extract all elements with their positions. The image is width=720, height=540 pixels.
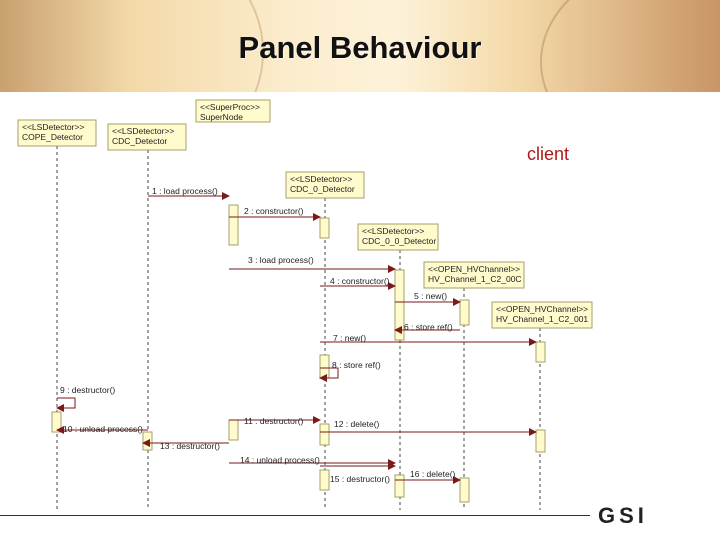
- footer-rule: [0, 515, 590, 516]
- object-stereotype: <<LSDetector>>: [22, 122, 84, 132]
- activation-bar: [394, 269, 405, 341]
- message-2: 2 : constructor(): [229, 206, 321, 221]
- object-stereotype: <<LSDetector>>: [290, 174, 352, 184]
- object-hv2: <<OPEN_HVChannel>>HV_Channel_1_C2_001: [491, 301, 593, 329]
- message-5: 5 : new(): [395, 291, 461, 306]
- page-title: Panel Behaviour: [238, 30, 482, 65]
- message-11: 11 : destructor(): [229, 416, 321, 426]
- message-label: 1 : load process(): [152, 186, 218, 196]
- message-label: 2 : constructor(): [244, 206, 304, 216]
- message-label: 14 : unload process(): [240, 455, 320, 465]
- message-10: 10 : unload process(): [56, 424, 148, 434]
- activation-bar: [459, 477, 470, 503]
- message-label: 16 : delete(): [410, 469, 456, 479]
- message-15: 15 : destructor(): [320, 462, 396, 484]
- activation-bar: [459, 299, 470, 326]
- message-label: 10 : unload process(): [63, 424, 143, 434]
- activation-bar: [319, 354, 330, 379]
- message-16: 16 : delete(): [395, 469, 461, 484]
- message-label: 15 : destructor(): [330, 474, 390, 484]
- message-label: 12 : delete(): [334, 419, 380, 429]
- banner-decoration: [0, 0, 264, 92]
- message-12: 12 : delete(): [320, 419, 537, 436]
- header-banner: [0, 0, 720, 92]
- message-1: 1 : load process(): [148, 186, 230, 200]
- object-name: COPE_Detector: [22, 132, 83, 142]
- message-9: 9 : destructor(): [56, 385, 115, 412]
- object-cdc: <<LSDetector>>CDC_Detector: [107, 123, 187, 151]
- object-name: CDC_0_Detector: [290, 184, 355, 194]
- message-label: 4 : constructor(): [330, 276, 390, 286]
- object-name: CDC_0_0_Detector: [362, 236, 436, 246]
- message-label: 5 : new(): [414, 291, 447, 301]
- object-stereotype: <<LSDetector>>: [112, 126, 174, 136]
- object-superproc: <<SuperProc>>SuperNode: [195, 99, 271, 123]
- message-13: 13 : destructor(): [142, 439, 229, 451]
- activation-bar: [51, 411, 62, 433]
- message-label: 6 : store ref(): [404, 322, 453, 332]
- message-4: 4 : constructor(): [320, 276, 396, 290]
- object-name: CDC_Detector: [112, 136, 167, 146]
- message-arrow: [56, 397, 76, 412]
- object-stereotype: <<OPEN_HVChannel>>: [428, 264, 520, 274]
- activation-bar: [319, 469, 330, 491]
- object-stereotype: <<OPEN_HVChannel>>: [496, 304, 588, 314]
- activation-bar: [142, 431, 153, 451]
- activation-bar: [535, 341, 546, 363]
- message-arrow: [319, 367, 339, 382]
- client-label: client: [527, 144, 570, 164]
- activation-bar: [394, 474, 405, 498]
- gsi-logo: GSI: [598, 503, 648, 528]
- activation-bar: [228, 204, 239, 246]
- message-3: 3 : load process(): [229, 255, 396, 273]
- activation-bar: [319, 423, 330, 446]
- activation-bar: [228, 419, 239, 441]
- message-label: 3 : load process(): [248, 255, 314, 265]
- message-8: 8 : store ref(): [319, 360, 381, 382]
- message-label: 13 : destructor(): [160, 441, 220, 451]
- object-name: HV_Channel_1_C2_00C: [428, 274, 522, 284]
- message-14: 14 : unload process(): [229, 455, 396, 467]
- object-cdc00: <<LSDetector>>CDC_0_0_Detector: [357, 223, 439, 251]
- object-stereotype: <<LSDetector>>: [362, 226, 424, 236]
- object-name: SuperNode: [200, 112, 243, 122]
- activation-bar: [535, 429, 546, 453]
- sequence-diagram: 1 : load process() 2 : constructor() 3 : l…: [17, 99, 593, 510]
- object-cdc0: <<LSDetector>>CDC_0_Detector: [285, 171, 365, 199]
- message-label: 9 : destructor(): [60, 385, 115, 395]
- object-cope: <<LSDetector>>COPE_Detector: [17, 119, 97, 147]
- message-label: 11 : destructor(): [244, 416, 304, 426]
- banner-decoration: [540, 0, 720, 92]
- object-stereotype: <<SuperProc>>: [200, 102, 260, 112]
- object-name: HV_Channel_1_C2_001: [496, 314, 588, 324]
- message-label: 8 : store ref(): [332, 360, 381, 370]
- activation-bar: [319, 217, 330, 239]
- message-label: 7 : new(): [333, 333, 366, 343]
- message-6: 6 : store ref(): [394, 322, 460, 334]
- object-hv1: <<OPEN_HVChannel>>HV_Channel_1_C2_00C: [423, 261, 525, 289]
- message-7: 7 : new(): [320, 333, 537, 346]
